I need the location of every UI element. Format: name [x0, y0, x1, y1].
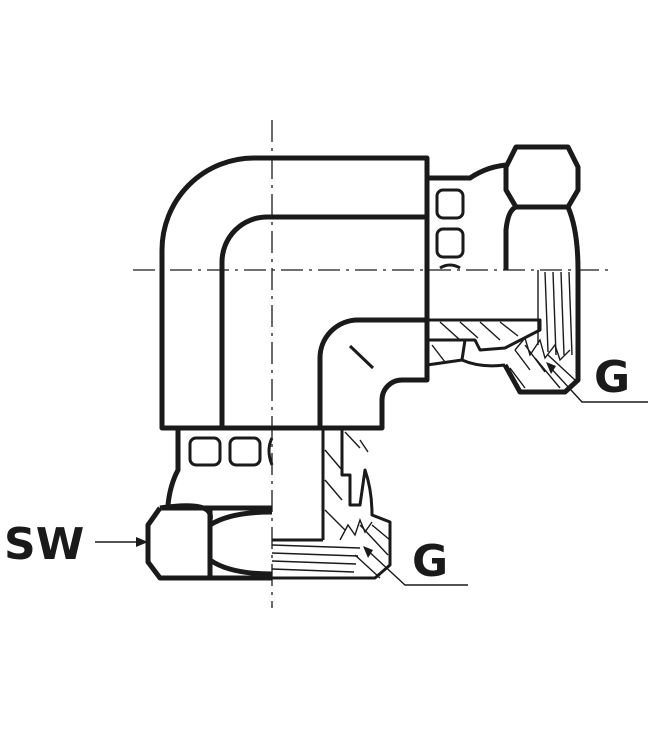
thread-leader-bottom — [363, 546, 468, 586]
thread-label-bottom: G — [412, 536, 449, 587]
wrench-size-label: SW — [4, 519, 85, 570]
wrench-size-arrow — [95, 537, 148, 547]
thread-label-right: G — [594, 352, 631, 403]
bottom-swivel-nut — [145, 430, 392, 581]
thread-leader-right — [546, 362, 648, 403]
elbow-body — [159, 155, 430, 431]
right-swivel-nut — [426, 144, 581, 395]
